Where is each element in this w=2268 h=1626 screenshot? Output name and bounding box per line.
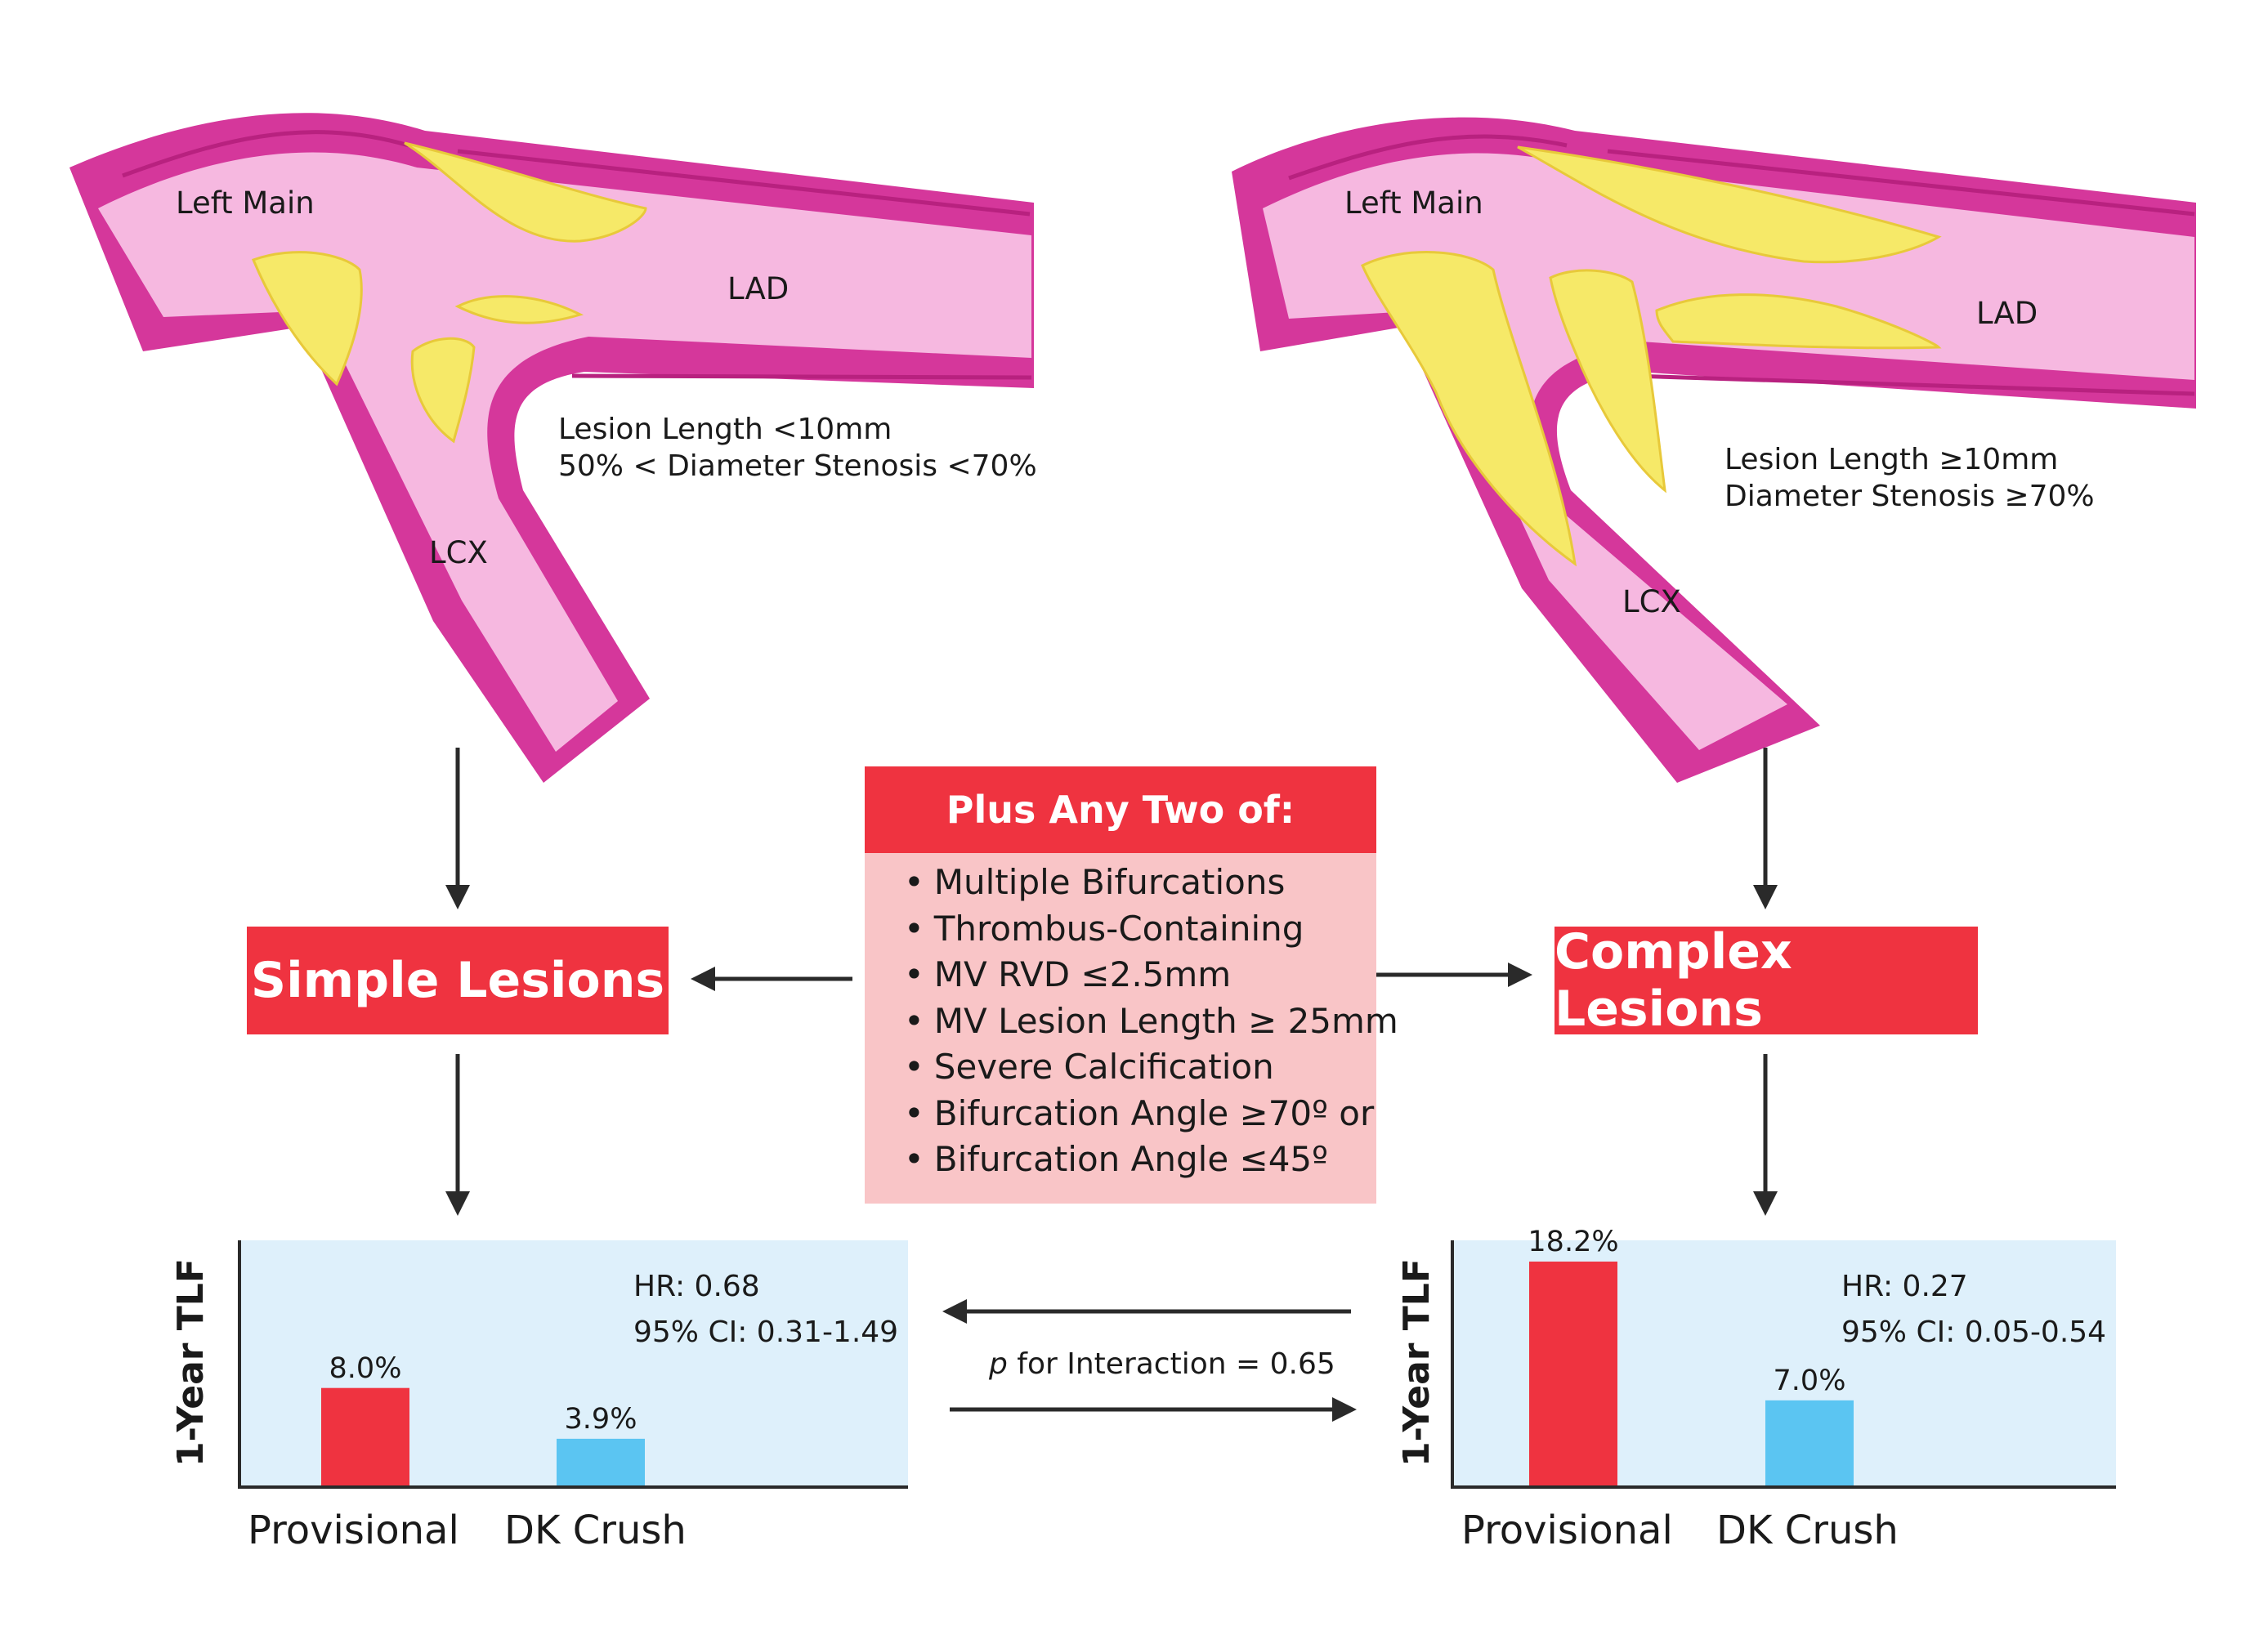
right-ci-text: 95% CI: 0.05-0.54 bbox=[1841, 1316, 2107, 1349]
left-ci-text: 95% CI: 0.31-1.49 bbox=[633, 1316, 899, 1349]
left-lad-label: LAD bbox=[727, 271, 790, 306]
criteria-item: Severe Calcification bbox=[904, 1044, 1398, 1091]
left-category-dkcrush: DK Crush bbox=[504, 1508, 687, 1553]
right-lad-label: LAD bbox=[1976, 296, 2038, 331]
right-chart-bars bbox=[1529, 1262, 1854, 1487]
simple-lesions-label: Simple Lesions bbox=[250, 952, 665, 1009]
left-bar-dkcrush bbox=[557, 1438, 645, 1487]
simple-lesions-box: Simple Lesions bbox=[247, 927, 669, 1034]
left-bar-dkcrush-value: 3.9% bbox=[564, 1402, 637, 1436]
interaction-text: for Interaction = 0.65 bbox=[1007, 1347, 1335, 1381]
complex-lesions-box: Complex Lesions bbox=[1554, 923, 1978, 1038]
right-criteria-line-2: Diameter Stenosis ≥70% bbox=[1724, 480, 2095, 513]
left-lcx-label: LCX bbox=[429, 535, 488, 570]
additional-criteria-box: Plus Any Two of: Multiple Bifurcations T… bbox=[865, 766, 1398, 1204]
right-category-provisional: Provisional bbox=[1461, 1508, 1673, 1553]
right-chart-y-label: 1-Year TLF bbox=[1396, 1258, 1438, 1467]
right-left-main-label: Left Main bbox=[1344, 185, 1483, 221]
right-vessel-plaques bbox=[1361, 145, 1942, 567]
interaction-p-italic: p bbox=[989, 1347, 1008, 1381]
criteria-item: Bifurcation Angle ≥70º or bbox=[904, 1091, 1398, 1137]
right-lcx-label: LCX bbox=[1622, 584, 1681, 619]
complex-lesions-label: Complex Lesions bbox=[1554, 923, 1792, 1038]
right-vessel-illustration bbox=[1232, 117, 2196, 783]
criteria-item: Bifurcation Angle ≤45º bbox=[904, 1137, 1398, 1183]
left-criteria-line-1: Lesion Length <10mm bbox=[558, 413, 892, 446]
criteria-item: MV Lesion Length ≥ 25mm bbox=[904, 998, 1398, 1045]
right-bar-dkcrush-value: 7.0% bbox=[1773, 1364, 1846, 1397]
right-category-dkcrush: DK Crush bbox=[1716, 1508, 1899, 1553]
criteria-item: Thrombus-Containing bbox=[904, 906, 1398, 953]
left-hr-text: HR: 0.68 bbox=[633, 1270, 760, 1303]
additional-criteria-list: Multiple Bifurcations Thrombus-Containin… bbox=[904, 860, 1398, 1183]
left-bar-provisional bbox=[321, 1387, 409, 1487]
left-chart-bars bbox=[321, 1387, 645, 1487]
left-criteria-line-2: 50% < Diameter Stenosis <70% bbox=[558, 449, 1037, 483]
right-bar-provisional bbox=[1529, 1262, 1617, 1487]
right-bar-dkcrush bbox=[1765, 1400, 1854, 1487]
criteria-item: Multiple Bifurcations bbox=[904, 860, 1398, 906]
left-vessel-illustration bbox=[69, 113, 1034, 783]
left-bar-provisional-value: 8.0% bbox=[329, 1351, 402, 1385]
left-left-main-label: Left Main bbox=[176, 185, 315, 221]
left-category-provisional: Provisional bbox=[248, 1508, 459, 1553]
right-criteria-line-1: Lesion Length ≥10mm bbox=[1724, 443, 2059, 476]
right-hr-text: HR: 0.27 bbox=[1841, 1270, 1968, 1303]
additional-criteria-title: Plus Any Two of: bbox=[865, 766, 1376, 853]
interaction-p-value: p for Interaction = 0.65 bbox=[989, 1350, 1335, 1379]
left-vessel-plaques bbox=[252, 141, 647, 444]
right-bar-provisional-value: 18.2% bbox=[1528, 1226, 1619, 1258]
criteria-item: MV RVD ≤2.5mm bbox=[904, 952, 1398, 998]
